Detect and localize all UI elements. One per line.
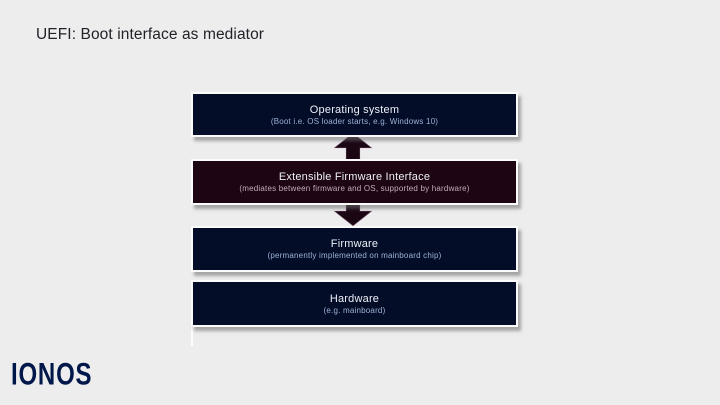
layer-sublabel: (Boot i.e. OS loader starts, e.g. Window… (270, 116, 439, 126)
layer-sublabel: (e.g. mainboard) (323, 305, 386, 315)
layer-sublabel: (mediates between firmware and OS, suppo… (239, 184, 470, 193)
ionos-logo: IONOS (11, 357, 93, 392)
layer-box-operating-system: Operating system (Boot i.e. OS loader st… (191, 92, 518, 137)
layer-label: Firmware (330, 238, 379, 250)
layer-sublabel: (permanently implemented on mainboard ch… (267, 251, 442, 260)
text-cursor-artifact (191, 329, 193, 346)
layer-label: Operating system (309, 103, 400, 116)
slide-title: UEFI: Boot interface as mediator (36, 26, 265, 43)
layer-label: Extensible Firmware Interface (278, 171, 431, 183)
layer-box-hardware: Hardware (e.g. mainboard) (191, 280, 518, 327)
layer-box-extensible-firmware-interface: Extensible Firmware Interface (mediates … (191, 159, 518, 205)
layer-label: Hardware (329, 292, 380, 305)
layer-box-firmware: Firmware (permanently implemented on mai… (191, 226, 518, 272)
